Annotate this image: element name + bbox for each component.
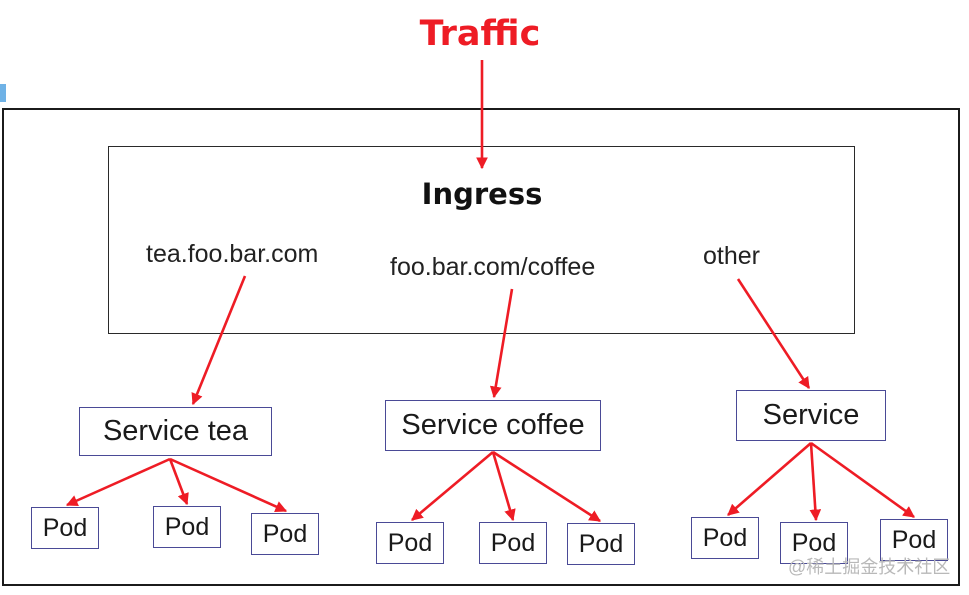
pod-label: Pod xyxy=(164,512,210,541)
service-default-box: Service xyxy=(736,390,886,441)
pod-tea-1: Pod xyxy=(31,507,99,549)
arrow-coffee-pod-3 xyxy=(492,450,601,523)
arrow-tea-rule-to-service xyxy=(191,275,247,406)
pod-label: Pod xyxy=(42,513,88,542)
arrow-default-pod-3 xyxy=(810,441,915,519)
pod-label: Pod xyxy=(791,528,837,557)
service-coffee-box: Service coffee xyxy=(385,400,601,451)
rule-tea-host: tea.foo.bar.com xyxy=(146,240,319,268)
arrow-default-pod-1 xyxy=(727,442,812,516)
rule-coffee-path: foo.bar.com/coffee xyxy=(390,253,596,281)
arrow-other-rule-to-service xyxy=(736,278,811,389)
arrow-coffee-rule-to-service xyxy=(489,288,514,399)
arrow-tea-pod-1 xyxy=(65,457,171,507)
ingress-label: Ingress xyxy=(421,177,543,211)
arrow-tea-pod-2 xyxy=(168,458,189,506)
pod-coffee-1: Pod xyxy=(376,522,444,564)
service-tea-label: Service tea xyxy=(102,415,249,447)
pod-default-2: Pod xyxy=(780,522,848,564)
pod-label: Pod xyxy=(490,528,536,557)
pod-default-1: Pod xyxy=(691,517,759,559)
pod-tea-3: Pod xyxy=(251,513,319,555)
pod-label: Pod xyxy=(262,519,308,548)
service-tea-box: Service tea xyxy=(79,407,272,456)
pod-label: Pod xyxy=(891,525,937,554)
service-default-label: Service xyxy=(762,399,860,431)
arrow-default-pod-2 xyxy=(809,442,822,522)
pod-default-3: Pod xyxy=(880,519,948,561)
pod-label: Pod xyxy=(702,523,748,552)
pod-label: Pod xyxy=(387,528,433,557)
arrow-coffee-pod-2 xyxy=(491,451,516,522)
pod-tea-2: Pod xyxy=(153,506,221,548)
watermark: @稀土掘金技术社区 xyxy=(788,557,951,577)
pod-coffee-3: Pod xyxy=(567,523,635,565)
arrow-coffee-pod-1 xyxy=(411,451,494,521)
traffic-title: Traffic xyxy=(419,14,541,54)
pod-coffee-2: Pod xyxy=(479,522,547,564)
pod-label: Pod xyxy=(578,529,624,558)
arrow-tea-pod-3 xyxy=(169,457,288,513)
window-edge-marker xyxy=(0,84,6,102)
service-coffee-label: Service coffee xyxy=(401,409,585,441)
rule-other: other xyxy=(703,242,760,270)
